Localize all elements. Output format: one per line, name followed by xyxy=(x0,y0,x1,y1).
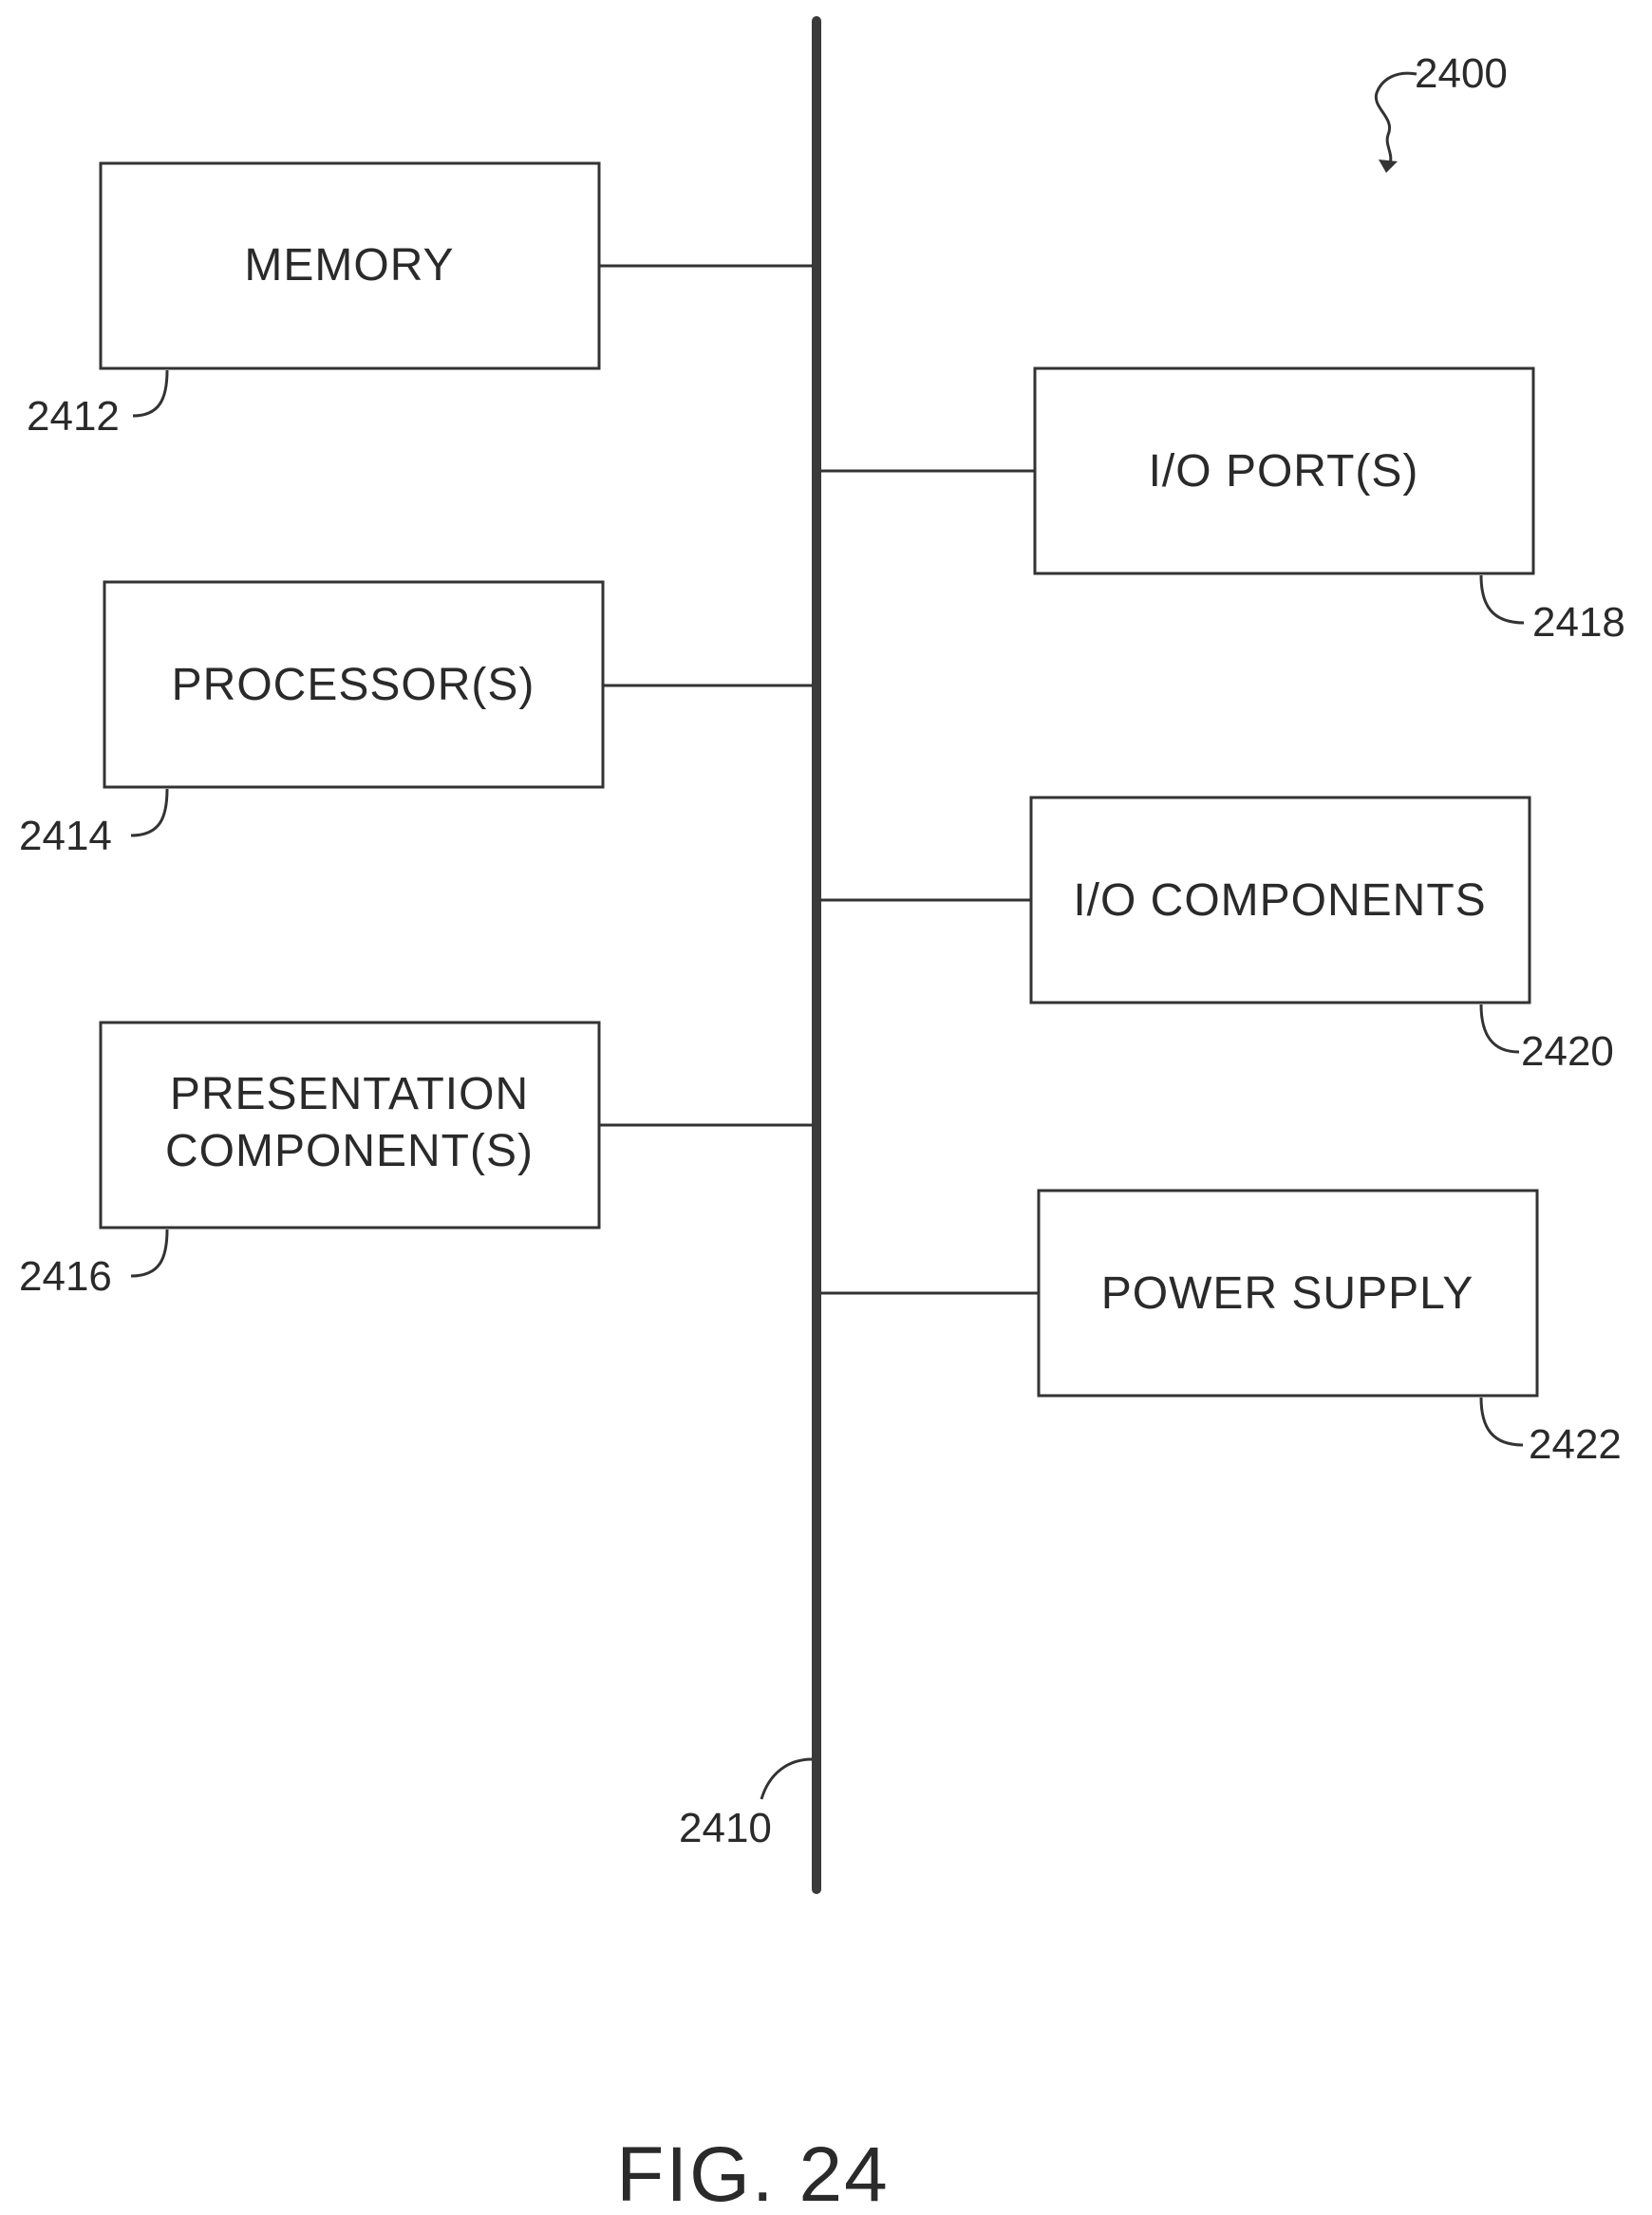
system-ref-label: 2400 xyxy=(1415,50,1508,97)
system-ref-arrow xyxy=(1376,73,1417,167)
io-ports-ref-leader xyxy=(1481,575,1524,623)
bus-ref-leader xyxy=(761,1759,812,1799)
processor-block: PROCESSOR(S) 2414 xyxy=(19,582,813,859)
io-components-ref-leader xyxy=(1481,1004,1519,1052)
power-supply-label: POWER SUPPLY xyxy=(1101,1268,1474,1319)
processor-label: PROCESSOR(S) xyxy=(172,660,535,710)
presentation-label-line2: COMPONENT(S) xyxy=(165,1126,534,1176)
io-components-label: I/O COMPONENTS xyxy=(1073,875,1486,926)
presentation-label-line1: PRESENTATION xyxy=(170,1069,529,1119)
io-components-ref-label: 2420 xyxy=(1521,1028,1614,1075)
power-supply-ref-label: 2422 xyxy=(1529,1421,1622,1468)
io-ports-block: I/O PORT(S) 2418 xyxy=(820,368,1625,646)
memory-ref-leader xyxy=(133,370,167,416)
presentation-block: PRESENTATION COMPONENT(S) 2416 xyxy=(19,1023,813,1300)
memory-ref-label: 2412 xyxy=(27,393,120,440)
system-ref-arrowhead xyxy=(1379,160,1398,173)
io-components-block: I/O COMPONENTS 2420 xyxy=(820,798,1614,1075)
memory-label: MEMORY xyxy=(244,240,454,291)
presentation-ref-label: 2416 xyxy=(19,1253,112,1300)
power-supply-ref-leader xyxy=(1481,1398,1523,1445)
processor-ref-leader xyxy=(131,789,167,835)
bus-ref-label: 2410 xyxy=(679,1805,772,1851)
memory-block: MEMORY 2412 xyxy=(27,163,813,440)
io-ports-label: I/O PORT(S) xyxy=(1149,446,1419,497)
presentation-box xyxy=(101,1023,599,1228)
power-supply-block: POWER SUPPLY 2422 xyxy=(820,1191,1622,1468)
presentation-ref-leader xyxy=(131,1230,167,1276)
processor-ref-label: 2414 xyxy=(19,813,112,859)
io-ports-ref-label: 2418 xyxy=(1532,599,1625,646)
figure-title: FIG. 24 xyxy=(616,2131,889,2215)
